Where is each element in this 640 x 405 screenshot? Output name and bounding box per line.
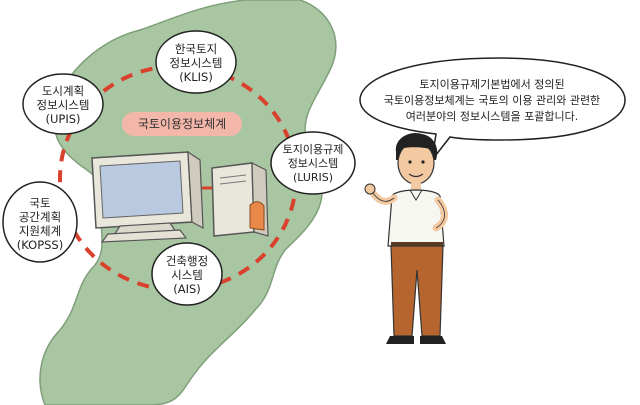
monitor-base — [100, 229, 188, 243]
system-bubble-upis: 도시계획 정보시스템 (UPIS) — [22, 73, 104, 135]
kopss-line-1: 국토 — [29, 196, 50, 210]
upis-line-2: 정보시스템 — [37, 98, 90, 112]
system-bubble-ais: 건축행정 시스템 (AIS) — [151, 242, 223, 306]
system-bubble-klis: 한국토지 정보시스템 (KLIS) — [155, 30, 237, 94]
luris-line-2: 정보시스템 — [288, 157, 339, 170]
klis-line-3: (KLIS) — [179, 70, 213, 84]
kopss-line-2: 공간계획 — [19, 210, 61, 224]
computer-tower — [211, 162, 269, 237]
speech-bubble: 토지이용규제기본법에서 정의된 국토이용정보체계는 국토의 이용 관리와 관련한… — [359, 57, 626, 163]
system-bubble-luris: 토지이용규제 정보시스템 (LURIS) — [270, 131, 356, 195]
kopss-line-4: (KOPSS) — [17, 238, 63, 252]
ais-line-2: 시스템 — [171, 268, 203, 282]
center-label: 국토이용정보체계 — [138, 117, 226, 131]
ais-line-3: (AIS) — [173, 282, 201, 296]
computer-monitor — [91, 150, 204, 236]
klis-line-1: 한국토지 — [175, 42, 217, 56]
kopss-line-3: 지원체계 — [19, 224, 61, 238]
speech-line-1: 토지이용규제기본법에서 정의된 — [419, 78, 564, 91]
center-label-pill — [122, 112, 242, 136]
luris-line-1: 토지이용규제 — [283, 143, 344, 156]
klis-line-2: 정보시스템 — [170, 56, 223, 70]
presenter-character — [364, 132, 448, 344]
upis-line-1: 도시계획 — [42, 84, 84, 98]
ais-line-1: 건축행정 — [166, 254, 208, 268]
speech-line-2: 국토이용정보체계는 국토의 이용 관리와 관련한 — [384, 94, 600, 107]
upis-line-3: (UPIS) — [45, 112, 80, 126]
system-bubble-kopss: 국토 공간계획 지원체계 (KOPSS) — [2, 181, 78, 263]
speech-line-3: 여러분야의 정보시스템을 포괄합니다. — [406, 110, 578, 123]
luris-line-3: (LURIS) — [293, 171, 333, 184]
